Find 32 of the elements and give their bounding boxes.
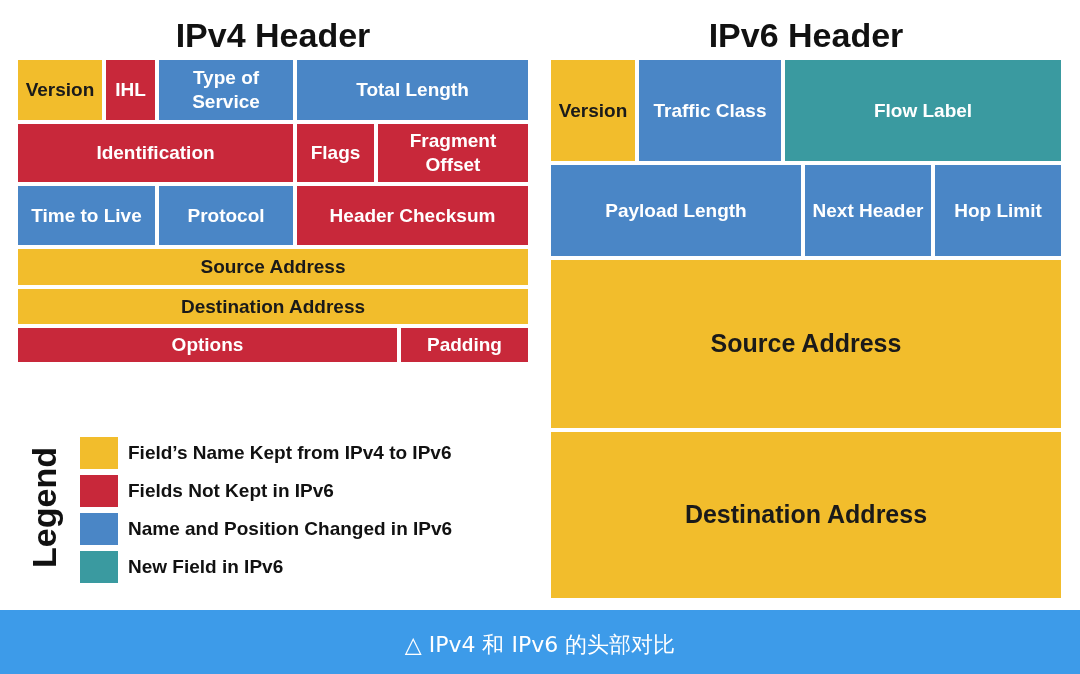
header-field: Version — [549, 58, 637, 163]
header-field: Destination Address — [16, 287, 530, 326]
header-field: Flow Label — [783, 58, 1063, 163]
legend-title: Legend — [24, 447, 64, 568]
legend-label: Fields Not Kept in IPv6 — [128, 480, 334, 502]
header-field: Destination Address — [549, 430, 1063, 600]
header-field: Fragment Offset — [376, 122, 530, 184]
header-field: Type of Service — [157, 58, 295, 122]
header-field: Header Checksum — [295, 184, 530, 247]
header-layout — [549, 58, 1063, 600]
header-field: Next Header — [803, 163, 933, 258]
legend-label: Name and Position Changed in IPv6 — [128, 518, 453, 540]
header-field: IHL — [104, 58, 157, 122]
legend-label: New Field in IPv6 — [128, 556, 284, 578]
header-title: IPv6 Header — [708, 16, 904, 55]
header-layout — [16, 58, 530, 364]
header-field: Total Length — [295, 58, 530, 122]
legend-label: Field’s Name Kept from IPv4 to IPv6 — [128, 442, 452, 464]
header-field: Time to Live — [16, 184, 157, 247]
header-field: Traffic Class — [637, 58, 783, 163]
header-field: Payload Length — [549, 163, 803, 258]
header-field: Protocol — [157, 184, 295, 247]
caption: △ IPv4 和 IPv6 的头部对比 — [404, 631, 676, 659]
header-field: Identification — [16, 122, 295, 184]
header-field: Source Address — [549, 258, 1063, 430]
header-title: IPv4 Header — [175, 16, 371, 55]
header-field: Padding — [399, 326, 530, 364]
header-field: Version — [16, 58, 104, 122]
header-field: Source Address — [16, 247, 530, 287]
header-field: Hop Limit — [933, 163, 1063, 258]
header-field: Options — [16, 326, 399, 364]
header-field: Flags — [295, 122, 376, 184]
